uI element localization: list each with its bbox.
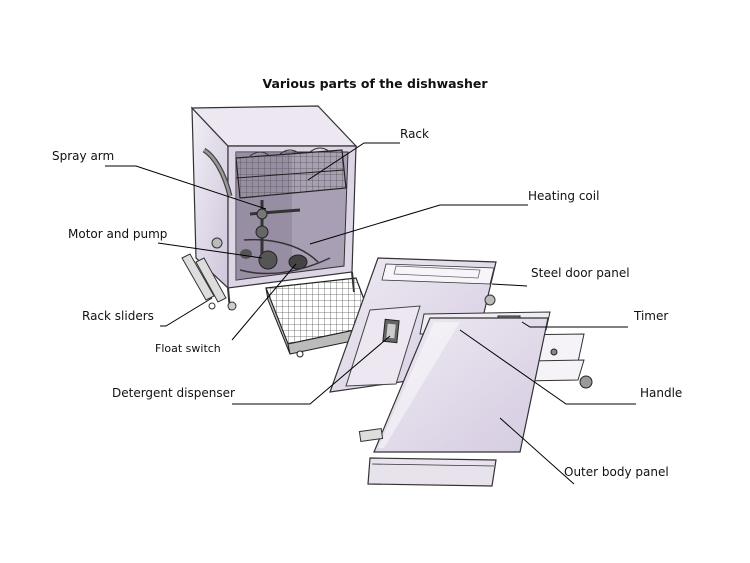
leader-rack (307, 142, 400, 181)
label-timer: Timer (634, 309, 669, 323)
label-detergent-dispenser: Detergent dispenser (112, 386, 235, 400)
label-heating-coil: Heating coil (528, 189, 600, 203)
label-float-switch: Float switch (155, 342, 221, 355)
leader-handle (459, 329, 636, 405)
leader-motor-pump (157, 242, 263, 259)
diagram-title: Various parts of the dishwasher (262, 76, 488, 91)
label-outer-body-panel: Outer body panel (564, 465, 669, 479)
label-spray-arm: Spray arm (52, 149, 115, 163)
label-handle: Handle (640, 386, 683, 400)
leader-float-switch (231, 263, 297, 341)
leader-outer-body-panel (499, 417, 575, 485)
leader-steel-door-panel (491, 283, 528, 287)
label-rack-sliders: Rack sliders (82, 309, 154, 323)
leader-timer (521, 321, 628, 328)
leader-detergent-dispenser (232, 335, 391, 405)
rack-sliders (181, 253, 227, 310)
leader-rack-sliders (160, 297, 213, 327)
label-steel-door-panel: Steel door panel (531, 266, 630, 280)
outer-body-panel (358, 317, 549, 487)
leader-heating-coil (309, 204, 528, 245)
upper-rack (235, 147, 347, 199)
leader-lines (105, 142, 636, 485)
leader-spray-arm (105, 165, 267, 210)
label-motor-and-pump: Motor and pump (68, 227, 168, 241)
label-rack: Rack (400, 127, 429, 141)
